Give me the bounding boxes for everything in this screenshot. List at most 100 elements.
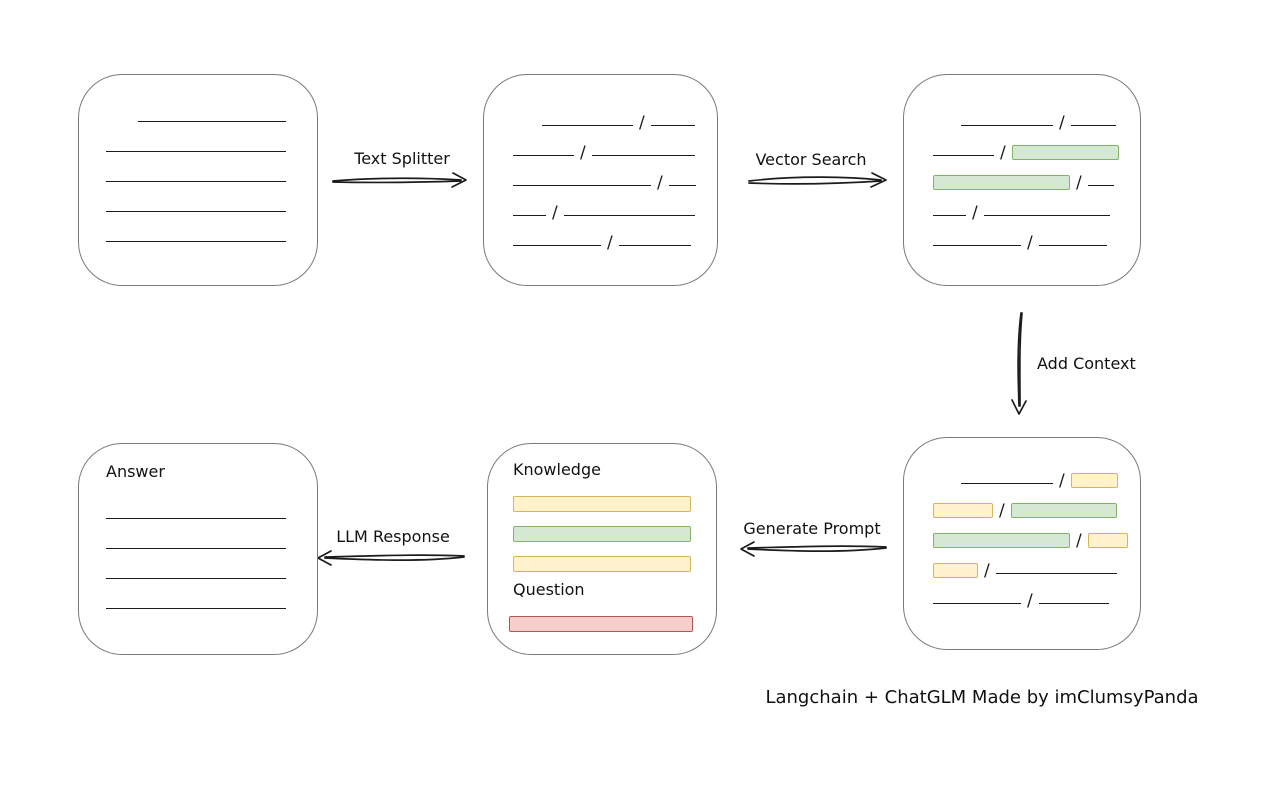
text-line	[591, 155, 695, 156]
text-splitter-arrow	[332, 172, 467, 188]
yellow-bar	[513, 496, 691, 512]
text-row: /	[933, 162, 1140, 192]
text-line	[106, 518, 286, 519]
question-bars	[509, 616, 693, 632]
text-line	[106, 241, 286, 242]
add-context-arrow	[1011, 312, 1027, 415]
document-box	[78, 74, 318, 286]
green-highlight-chip	[933, 175, 1070, 190]
text-row	[106, 188, 317, 218]
text-row	[106, 158, 317, 188]
answer-lines	[79, 482, 317, 615]
text-row	[138, 98, 317, 128]
separator-slash: /	[999, 501, 1005, 521]
green-highlight-chip	[1011, 145, 1119, 160]
question-label: Question	[513, 580, 585, 599]
text-line	[933, 245, 1021, 246]
text-line	[513, 245, 601, 246]
text-line	[1070, 125, 1116, 126]
text-line	[106, 211, 286, 212]
chunk-lines: /////	[484, 75, 717, 252]
text-row	[106, 495, 317, 525]
text-row: /	[513, 132, 717, 162]
separator-slash: /	[607, 233, 613, 253]
separator-slash: /	[1027, 591, 1033, 611]
text-row	[106, 585, 317, 615]
text-line	[542, 125, 633, 126]
text-line	[983, 215, 1110, 216]
text-line	[106, 578, 286, 579]
text-line	[106, 608, 286, 609]
yellow-highlight-chip	[933, 503, 993, 518]
text-row: /	[933, 520, 1140, 550]
text-row	[106, 128, 317, 158]
text-line	[106, 548, 286, 549]
add-context-label: Add Context	[1037, 354, 1136, 373]
separator-slash: /	[1076, 173, 1082, 193]
knowledge-label: Knowledge	[513, 460, 601, 479]
separator-slash: /	[1059, 471, 1065, 491]
separator-slash: /	[984, 561, 990, 581]
text-line	[106, 151, 286, 152]
text-row: /	[513, 192, 717, 222]
yellow-highlight-chip	[933, 563, 978, 578]
green-highlight-chip	[1010, 503, 1117, 518]
separator-slash: /	[639, 113, 645, 133]
text-line	[933, 155, 994, 156]
separator-slash: /	[657, 173, 663, 193]
credit-caption: Langchain + ChatGLM Made by imClumsyPand…	[765, 687, 1199, 708]
text-line	[1087, 185, 1114, 186]
knowledge-bars	[513, 496, 691, 572]
text-row	[106, 525, 317, 555]
separator-slash: /	[1059, 113, 1065, 133]
text-line	[513, 185, 651, 186]
text-row: /	[933, 192, 1140, 222]
text-line	[513, 215, 546, 216]
split-chunks-box: /////	[483, 74, 718, 286]
answer-label: Answer	[106, 462, 165, 481]
vector-search-result-box: / / / / /	[903, 74, 1141, 286]
separator-slash: /	[1076, 531, 1082, 551]
text-line	[138, 121, 286, 122]
text-line	[618, 245, 691, 246]
text-line	[563, 215, 695, 216]
text-line	[1038, 245, 1107, 246]
vector-search-label: Vector Search	[755, 150, 867, 169]
text-line	[1038, 603, 1109, 604]
text-row: /	[513, 222, 717, 252]
answer-box: Answer	[78, 443, 318, 655]
text-splitter-label: Text Splitter	[354, 149, 450, 168]
text-row: /	[933, 580, 1140, 610]
text-line	[995, 573, 1117, 574]
document-lines	[79, 75, 317, 248]
text-row: /	[933, 490, 1140, 520]
prompt-box: Knowledge Question	[487, 443, 717, 655]
separator-slash: /	[1000, 143, 1006, 163]
yellow-bar	[513, 556, 691, 572]
generate-prompt-arrow	[740, 541, 887, 557]
separator-slash: /	[972, 203, 978, 223]
generate-prompt-label: Generate Prompt	[743, 519, 881, 538]
text-line	[106, 181, 286, 182]
separator-slash: /	[552, 203, 558, 223]
vector-result-lines: / / / / /	[904, 75, 1140, 252]
text-line	[513, 155, 574, 156]
yellow-highlight-chip	[1087, 533, 1128, 548]
text-row: /	[513, 162, 717, 192]
green-bar	[513, 526, 691, 542]
text-line	[650, 125, 695, 126]
llm-response-label: LLM Response	[336, 527, 450, 546]
red-bar	[509, 616, 693, 632]
text-line	[933, 603, 1021, 604]
vector-search-arrow	[748, 172, 887, 188]
separator-slash: /	[1027, 233, 1033, 253]
yellow-highlight-chip	[1070, 473, 1118, 488]
text-row: /	[542, 102, 717, 132]
green-highlight-chip	[933, 533, 1070, 548]
text-row: /	[933, 222, 1140, 252]
text-line	[668, 185, 696, 186]
text-row	[106, 218, 317, 248]
text-row: /	[933, 550, 1140, 580]
context-box: / / / / /	[903, 437, 1141, 650]
